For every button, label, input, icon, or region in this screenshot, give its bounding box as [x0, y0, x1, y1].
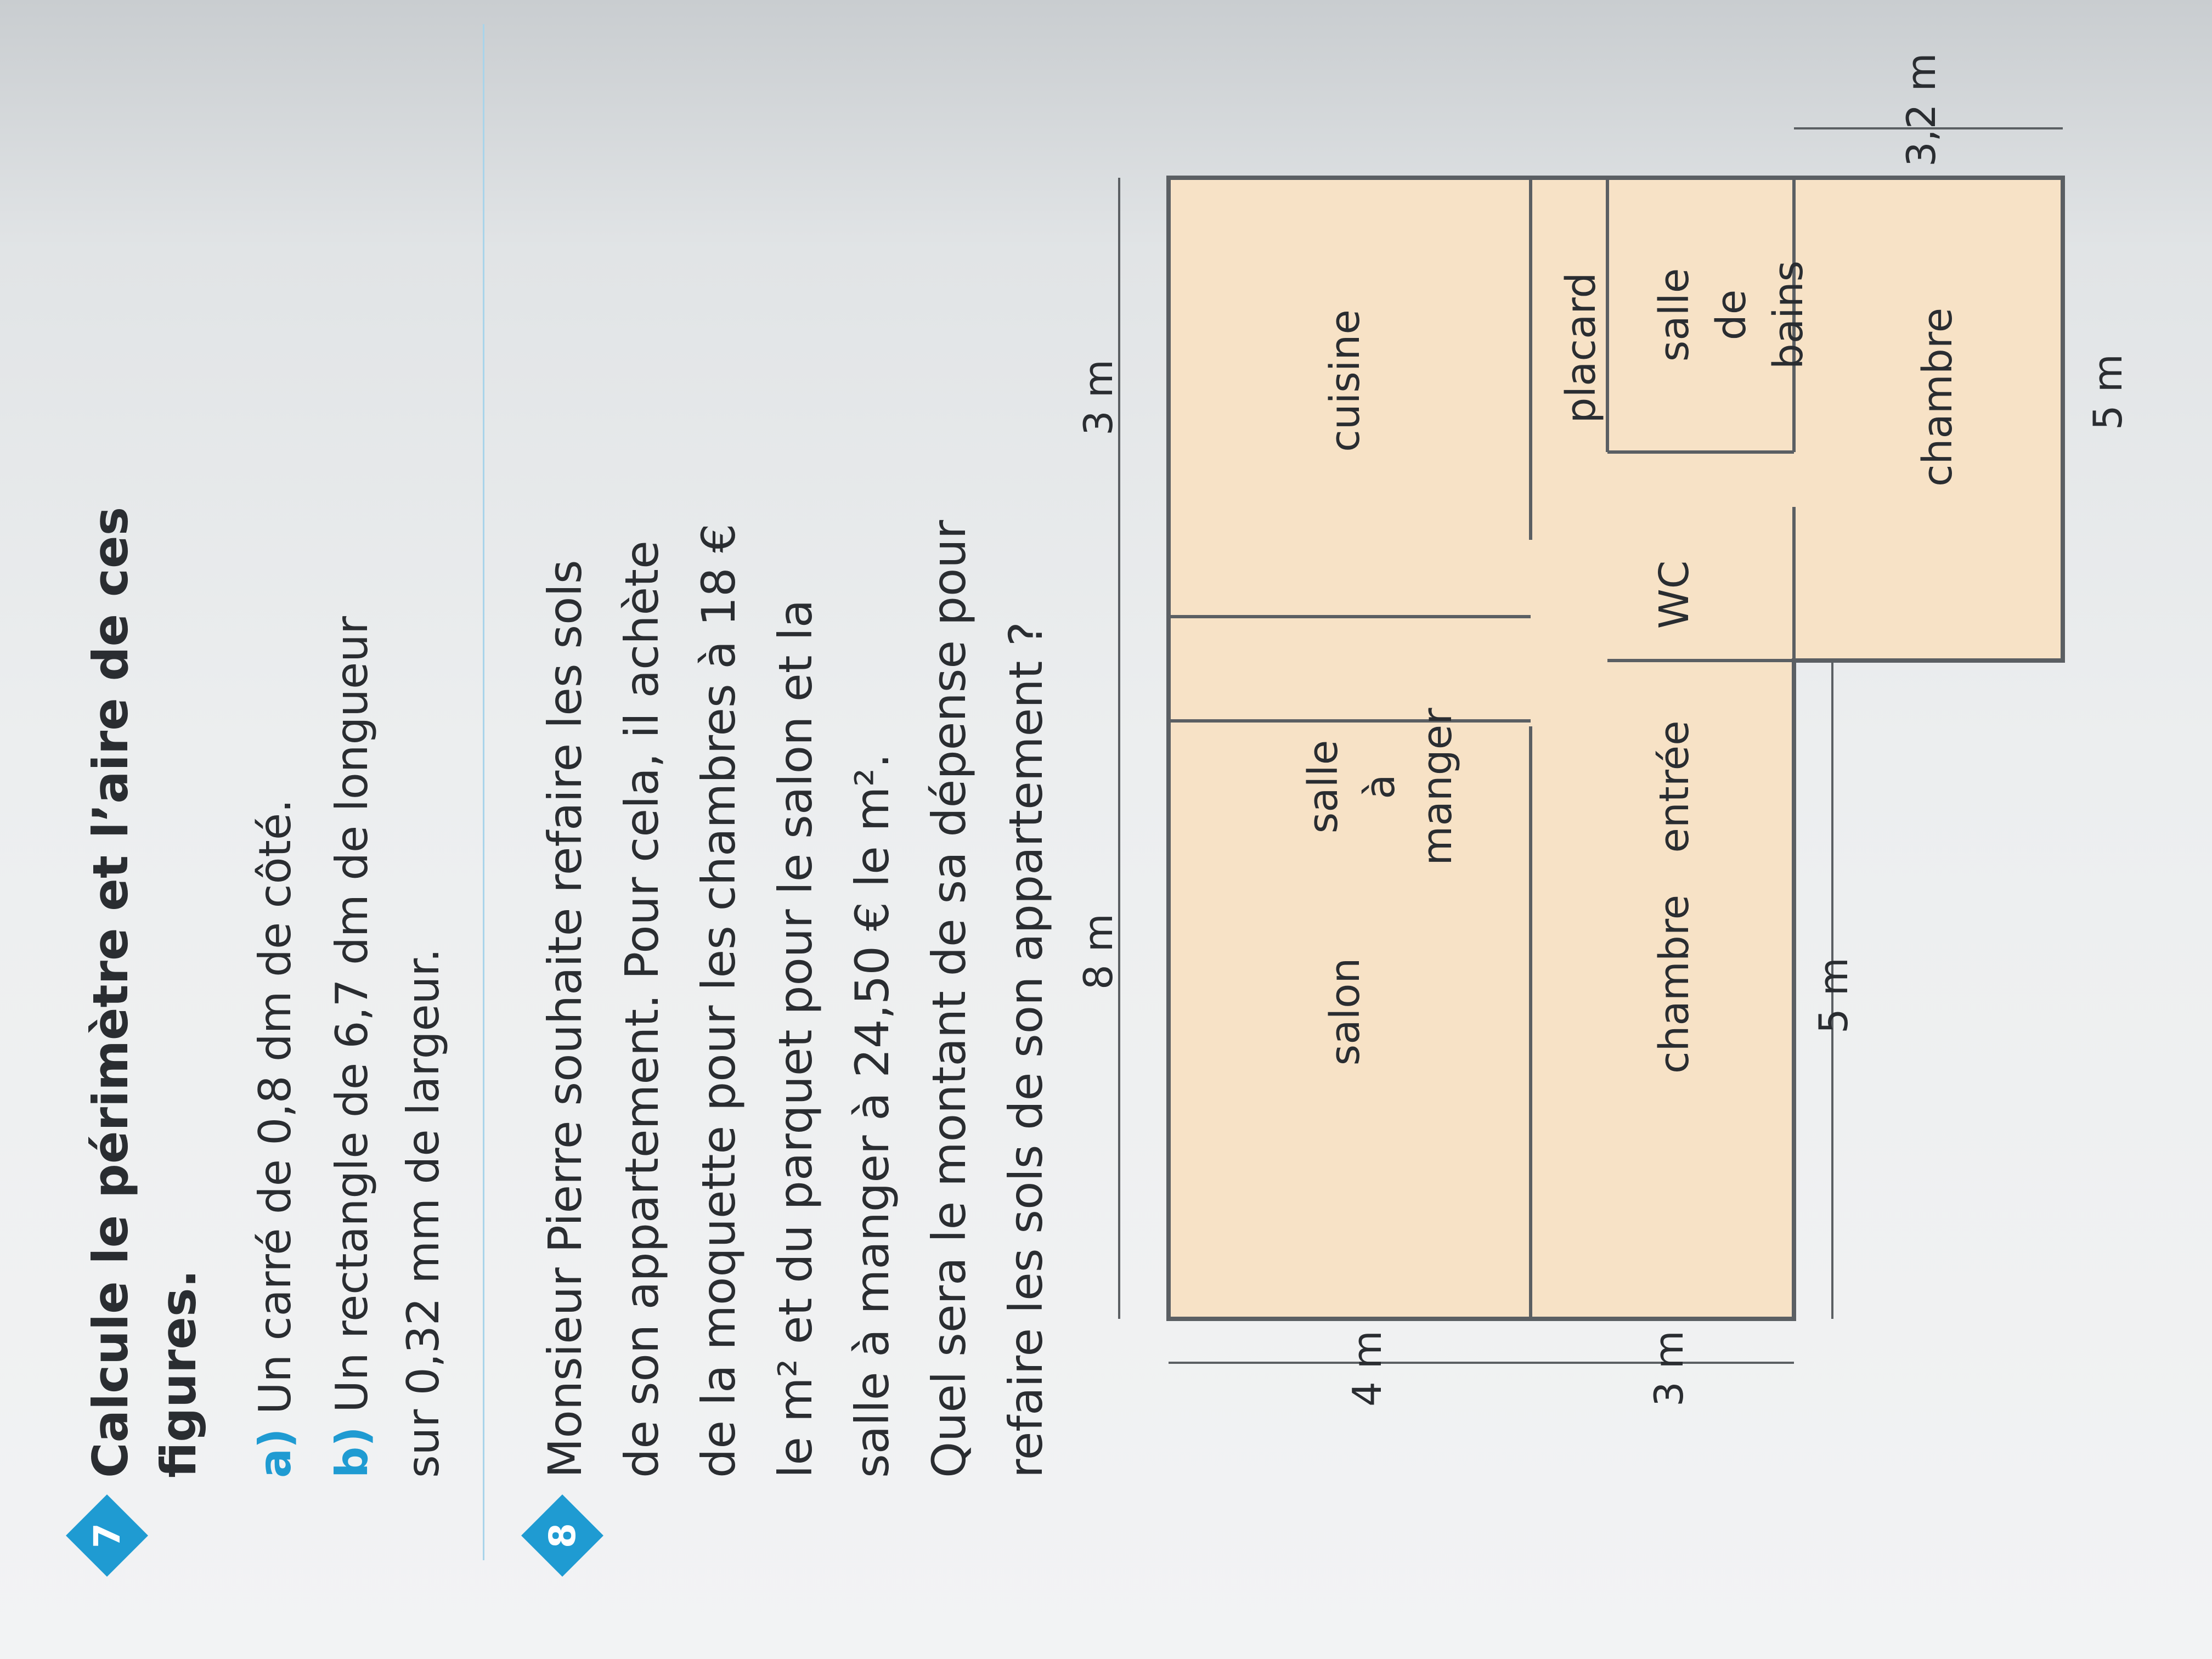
room-placard: placard [1558, 272, 1605, 424]
dim-8m: 8 m [1075, 913, 1121, 990]
room-wc: WC [1651, 560, 1698, 629]
dim-5m-a: 5 m [1810, 957, 1857, 1034]
room-sdb-line-1: salle [1651, 268, 1698, 362]
dim-4m: 4 m [1344, 1330, 1390, 1407]
room-chambre-1: chambre [1651, 894, 1698, 1074]
room-salon: salon [1322, 957, 1369, 1066]
room-cuisine: cuisine [1322, 309, 1369, 452]
room-sdb-line-2: de bains [1708, 260, 1812, 370]
dim-5m-b: 5 m [2085, 354, 2131, 430]
dim-32m: 3,2 m [1898, 53, 1944, 167]
dim-3m-top: 3 m [1075, 359, 1121, 436]
apartment-floor-main [1166, 176, 2065, 1321]
dim-3m-left: 3 m [1646, 1330, 1692, 1407]
room-chambre-2: chambre [1914, 307, 1961, 487]
room-salle-line-2: à manger [1357, 708, 1461, 866]
room-entree: entrée [1651, 720, 1698, 853]
room-salle-line-1: salle [1300, 740, 1347, 834]
